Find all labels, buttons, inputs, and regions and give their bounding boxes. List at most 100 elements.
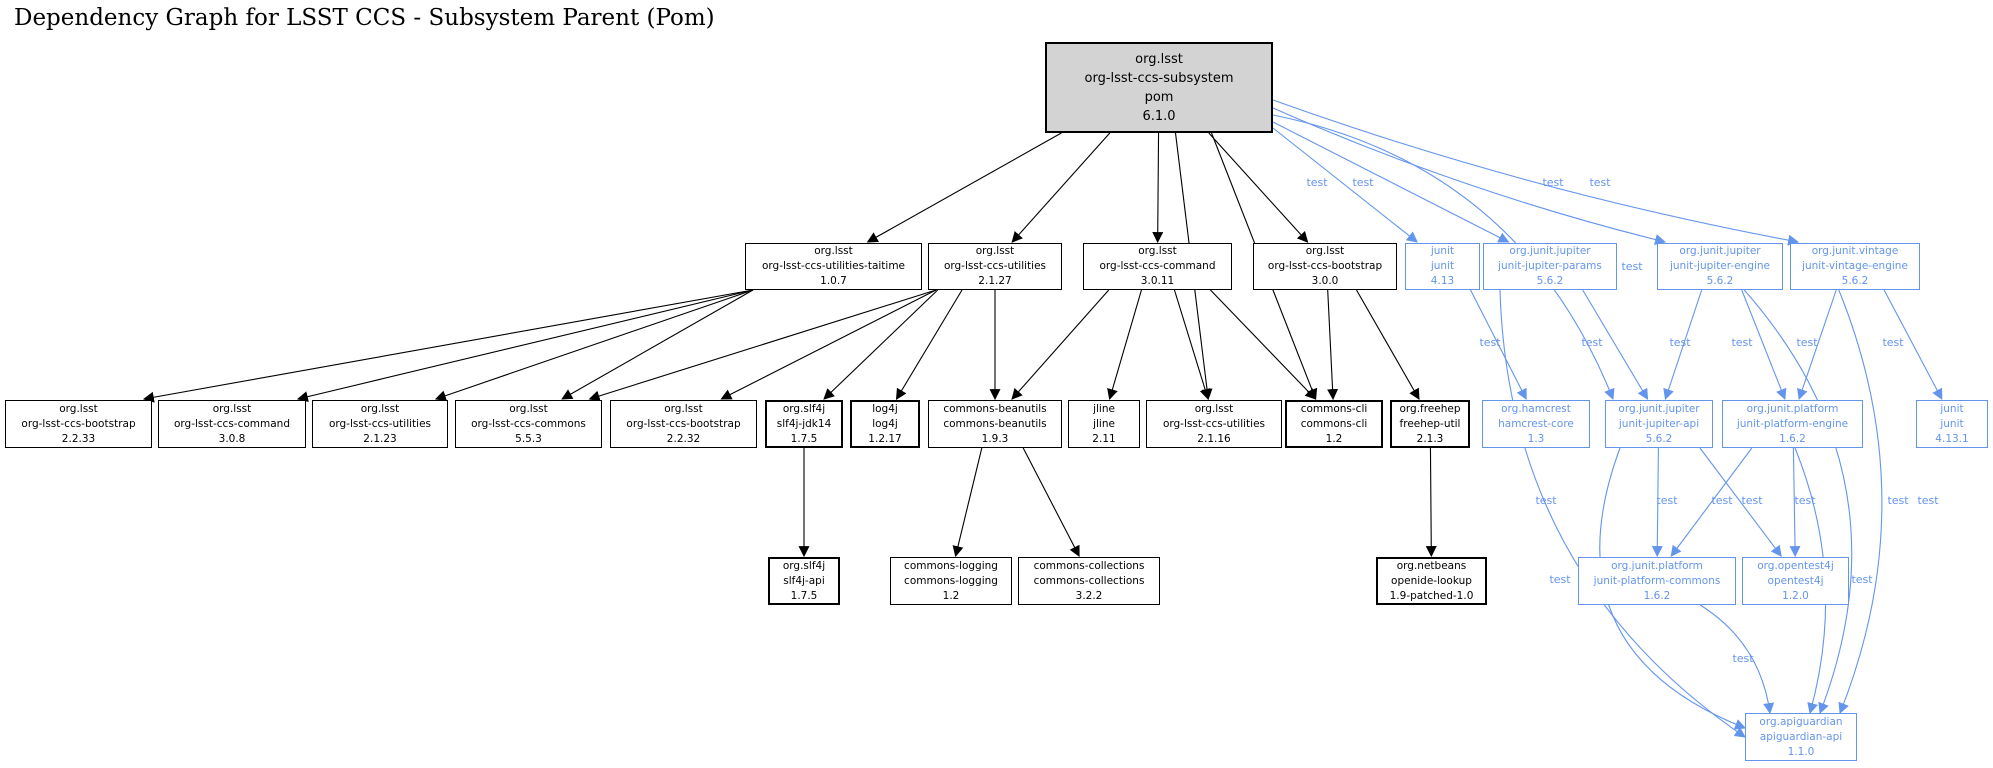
edge-vintage-platformengine <box>1797 289 1837 401</box>
node-line: org-lsst-ccs-command <box>1099 260 1216 272</box>
edge-engine-apiguardian <box>1743 289 1853 715</box>
edge-jupiterapi-platformcommons <box>1651 447 1663 558</box>
node-line: org-lsst-ccs-utilities <box>943 260 1047 272</box>
edge-command3011-jline <box>1107 289 1142 401</box>
node-line: org.junit.vintage <box>1811 245 1899 257</box>
node-bootstrap2233: org.lsst org-lsst-ccs-bootstrap 2.2.33 <box>5 400 152 448</box>
node-line: jline <box>1093 402 1115 415</box>
node-line: org.junit.jupiter <box>1679 245 1761 257</box>
edge-platformengine-opentest4j <box>1789 447 1801 558</box>
edge-utilities2127-slf4jjdk14 <box>823 289 939 400</box>
edge-label-vintage-junit4131: test <box>1882 336 1904 349</box>
node-bootstrap300: org.lsst org-lsst-ccs-bootstrap 3.0.0 <box>1253 243 1397 290</box>
node-commonslogging: commons-logging commons-logging 1.2 <box>890 557 1012 605</box>
node-line: org.lsst <box>814 245 853 257</box>
node-line: org.freehep <box>1399 402 1461 415</box>
node-line: 1.2 <box>942 589 960 602</box>
edge-root-jupiterapi <box>1272 114 1615 401</box>
edge-vintage-apiguardian <box>1838 289 1883 715</box>
node-line: 5.6.2 <box>1841 275 1869 287</box>
edge-utilities2127-log4j <box>895 289 963 400</box>
edge-command3011-commonscli <box>1210 289 1317 400</box>
node-line: org-lsst-ccs-bootstrap <box>21 417 136 430</box>
edge-root-junit413 <box>1272 127 1418 243</box>
edge-engine-platformengine <box>1741 289 1787 401</box>
node-line: 5.5.3 <box>515 432 542 445</box>
node-line: junit <box>1940 402 1964 415</box>
node-line: commons-beanutils <box>943 417 1047 430</box>
edge-vintage-junit4131 <box>1883 289 1943 400</box>
node-line: 1.6.2 <box>1779 432 1806 445</box>
node-line: 1.7.5 <box>790 589 818 602</box>
edge-label-vintage-apiguardian: test <box>1917 494 1939 507</box>
edge-label-vintage-platformengine: test <box>1796 336 1818 349</box>
node-line: commons-logging <box>904 574 998 587</box>
edge-root-utilities2127 <box>1011 132 1111 243</box>
node-line: 3.2.2 <box>1075 589 1103 602</box>
node-line: slf4j-jdk14 <box>776 417 832 430</box>
node-line: commons-cli <box>1300 417 1368 430</box>
node-line: org.lsst <box>975 245 1015 257</box>
edge-bootstrap300-commonscli <box>1327 289 1339 401</box>
node-line: junit <box>1430 260 1455 272</box>
node-line: opentest4j <box>1767 574 1824 587</box>
edge-root-bootstrap300 <box>1208 132 1309 243</box>
edge-label-engine-apiguardian: test <box>1887 494 1909 507</box>
node-line: org-lsst-ccs-bootstrap <box>1267 260 1383 272</box>
node-line: 1.1.0 <box>1787 745 1815 758</box>
edge-label-root-vintage: test <box>1589 176 1611 189</box>
edge-root-params <box>1272 121 1510 243</box>
node-line: commons-beanutils <box>943 402 1047 415</box>
edge-command3011-beanutils <box>1011 289 1110 400</box>
edge-label-params-apiguardian: test <box>1535 494 1557 507</box>
node-line: org.lsst <box>360 402 400 415</box>
edge-junit413-hamcrest <box>1470 289 1527 400</box>
node-line: org.lsst <box>59 402 98 415</box>
node-line: freehep-util <box>1399 417 1461 430</box>
edge-label-junit413-hamcrest: test <box>1479 336 1501 349</box>
node-line: apiguardian-api <box>1759 730 1843 743</box>
node-line: 2.1.16 <box>1197 432 1231 445</box>
node-line: 2.11 <box>1092 432 1116 445</box>
edge-label-engine-jupiterapi: test <box>1669 336 1691 349</box>
edge-label-jupiterapi-opentest4j: test <box>1711 494 1733 507</box>
node-line: org.junit.platform <box>1746 402 1839 415</box>
node-line: org.lsst <box>664 402 703 415</box>
node-line: org.lsst <box>212 402 252 415</box>
edge-label-platformengine-platformcommons: test <box>1741 494 1763 507</box>
node-line: 1.2.0 <box>1782 589 1809 602</box>
node-line: org.netbeans <box>1396 559 1467 572</box>
node-line: org.slf4j <box>782 402 826 415</box>
edge-label-platformengine-apiguardian: test <box>1851 573 1873 586</box>
node-line: org.lsst <box>1305 245 1345 257</box>
edge-command3011-utilities2116 <box>1173 289 1211 401</box>
node-line: org-lsst-ccs-commons <box>471 417 586 430</box>
node-line: log4j <box>872 417 898 430</box>
node-line: org.slf4j <box>782 559 826 572</box>
node-line: junit-platform-commons <box>1593 574 1721 587</box>
node-line: 2.2.33 <box>61 432 96 445</box>
node-line: org-lsst-ccs-subsystem <box>1084 70 1234 86</box>
node-line: commons-logging <box>904 559 998 572</box>
node-line: pom <box>1144 89 1174 105</box>
node-line: 3.0.0 <box>1311 275 1339 287</box>
node-line: commons-cli <box>1300 402 1368 415</box>
edge-beanutils-commonscollections <box>1022 447 1080 557</box>
edge-jupiterapi-opentest4j <box>1699 447 1782 557</box>
edge-root-vintage <box>1272 99 1800 246</box>
